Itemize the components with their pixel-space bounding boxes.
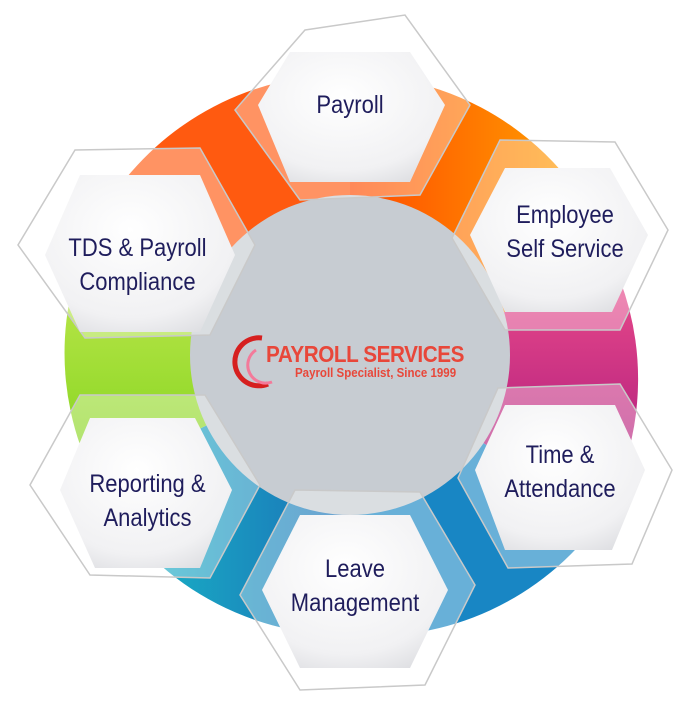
hex-leave-management[interactable] (239, 489, 476, 691)
node-label-line: Attendance (504, 475, 616, 503)
node-label-tds-payroll-compliance: TDS & Payroll Compliance (56, 231, 219, 299)
logo-swoosh-icon (232, 335, 273, 389)
hex-time-attendance[interactable] (457, 383, 673, 569)
node-label-line: Compliance (79, 268, 196, 296)
node-label-line: Employee (516, 201, 614, 229)
node-label-line: Self Service (506, 235, 624, 263)
hex-tds-payroll-compliance[interactable] (17, 147, 256, 339)
node-label-line: Time & (525, 441, 595, 469)
node-label-time-attendance: Time & Attendance (490, 438, 631, 506)
logo-title: PAYROLL SERVICES (266, 341, 464, 367)
hex-reporting-analytics[interactable] (29, 394, 261, 579)
node-label-leave-management: Leave Management (285, 552, 426, 620)
node-label-payroll: Payroll (297, 88, 403, 122)
node-label-line: Payroll (316, 91, 384, 119)
node-label-employee-self-service: Employee Self Service (490, 198, 640, 266)
logo-tagline: Payroll Specialist, Since 1999 (295, 366, 457, 380)
node-label-line: Analytics (103, 504, 192, 532)
node-label-reporting-analytics: Reporting & Analytics (75, 467, 220, 535)
node-label-line: Reporting & (89, 470, 206, 498)
node-label-line: Leave (325, 555, 385, 583)
hex-payroll[interactable] (234, 14, 471, 201)
center-circle (190, 195, 510, 515)
hex-employee-self-service[interactable] (451, 139, 669, 331)
node-label-line: Management (290, 589, 420, 617)
node-label-line: TDS & Payroll (68, 234, 207, 262)
